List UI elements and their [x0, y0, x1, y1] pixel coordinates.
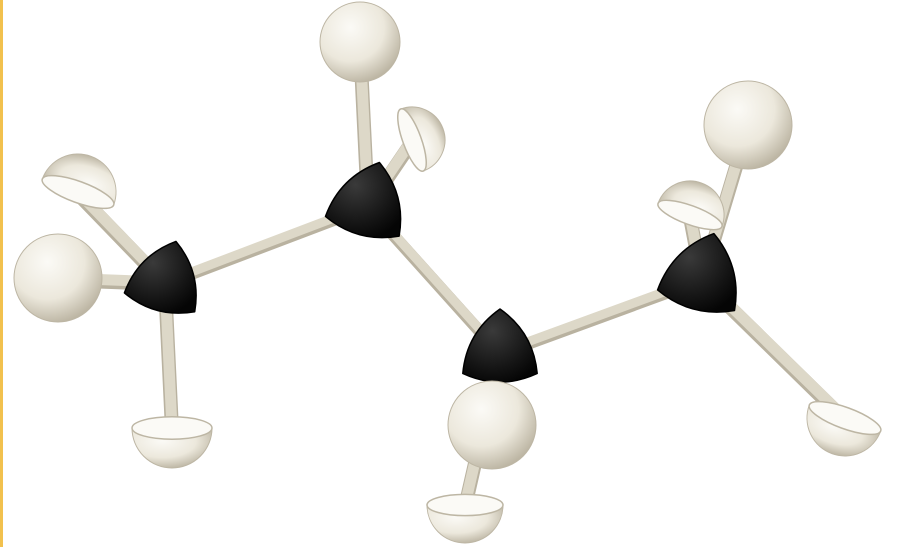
hydrogen-ball-h2: [13, 233, 103, 323]
left-edge-accent: [0, 0, 3, 547]
hydrogen-ball-h6: [447, 380, 537, 470]
carbon-atom-c4: [656, 232, 737, 313]
hydrogen-atom-h9: [657, 180, 725, 231]
hydrogen-atom-h4: [319, 1, 401, 83]
atoms-layer: [13, 1, 882, 544]
carbon-atom-c2: [324, 161, 402, 239]
hydrogen-atom-h10: [806, 400, 882, 457]
carbon-atom-c1: [123, 240, 197, 314]
hydrogen-atom-h6: [447, 380, 537, 470]
hydrogen-ball-h8: [703, 80, 793, 170]
hydrogen-cup-rim-h10: [808, 400, 882, 436]
hydrogen-atom-h5: [397, 106, 446, 172]
hydrogen-atom-h1: [41, 153, 117, 210]
hydrogen-cup-rim-h5: [397, 108, 427, 172]
hydrogen-cup-rim-h9: [657, 199, 723, 231]
hydrogen-cup-rim-h7: [426, 493, 504, 517]
hydrogen-atom-h3: [131, 416, 213, 469]
hydrogen-ball-h4: [319, 1, 401, 83]
hydrogen-atom-h2: [13, 233, 103, 323]
hydrogen-atom-h8: [703, 80, 793, 170]
hydrogen-cup-rim-h1: [41, 174, 115, 210]
hydrogen-cup-rim-h3: [131, 416, 213, 440]
hydrogen-atom-h7: [426, 493, 504, 544]
